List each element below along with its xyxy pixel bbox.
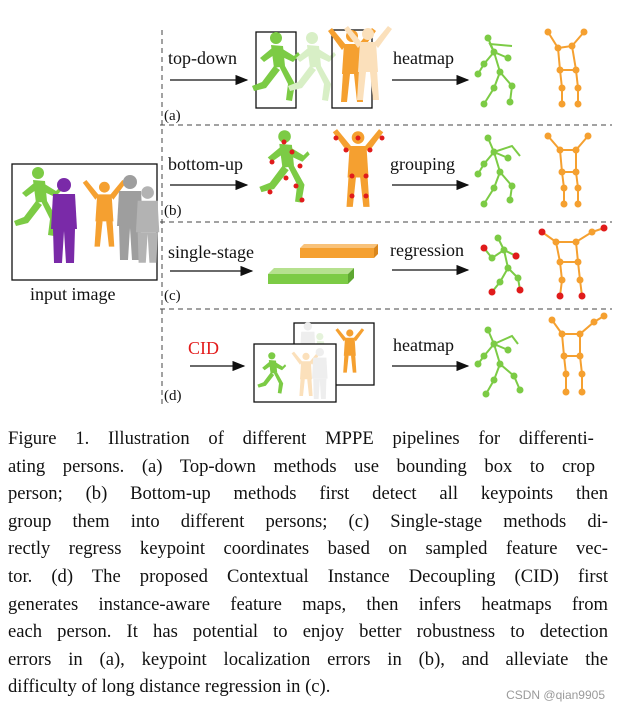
input-image-label: input image: [30, 284, 115, 304]
feature-vector-green: [268, 268, 354, 284]
caption-line: person; (b) Bottom-up methods first dete…: [8, 483, 608, 505]
row-a-output-label: heatmap: [393, 48, 454, 68]
caption-line: Figure 1. Illustration of different MPPE…: [8, 428, 594, 449]
watermark: CSDN @qian9905: [506, 688, 605, 702]
input-image: [11, 163, 160, 281]
row-a-label: top-down: [168, 48, 237, 68]
row-c-label: single-stage: [168, 242, 254, 262]
instance-feature-map-front: [253, 343, 337, 403]
figure-diagram: input image top-down heatmap (a): [11, 26, 612, 405]
row-d-label: CID: [188, 338, 219, 358]
row-d-cid: CID heatmap (d): [164, 312, 608, 404]
caption-line: errors in (a), keypoint localization err…: [8, 648, 608, 670]
caption-line: generates instance-aware feature maps, t…: [8, 593, 608, 615]
keypoint-dots: [267, 139, 305, 203]
caption-line: ating persons. (a) Top-down methods use …: [8, 455, 596, 477]
dashed-separators: [160, 124, 612, 310]
caption-line: rectly regress keypoint coordinates base…: [8, 538, 608, 560]
row-b-bottom-up: bottom-up grouping (b): [164, 129, 592, 219]
caption-line: each person. It has potential to enjoy b…: [8, 621, 608, 643]
caption-line: group them into different persons; (c) S…: [8, 510, 608, 532]
row-d-tag: (d): [164, 388, 182, 404]
row-c-tag: (c): [164, 288, 181, 304]
row-b-output-label: grouping: [390, 154, 455, 174]
figure-caption: Figure 1. Illustration of different MPPE…: [8, 425, 608, 701]
row-b-label: bottom-up: [168, 154, 243, 174]
feature-vector-orange: [300, 244, 378, 258]
row-c-single-stage: single-stage regression (c): [164, 224, 608, 304]
caption-line: tor. (d) The proposed Contextual Instanc…: [8, 565, 608, 587]
row-a-tag: (a): [164, 108, 181, 124]
caption-line: difficulty of long distance regression i…: [8, 676, 331, 698]
row-d-output-label: heatmap: [393, 335, 454, 355]
row-b-tag: (b): [164, 203, 182, 219]
row-a-top-down: top-down heatmap (a): [164, 26, 588, 124]
row-c-output-label: regression: [390, 240, 464, 260]
